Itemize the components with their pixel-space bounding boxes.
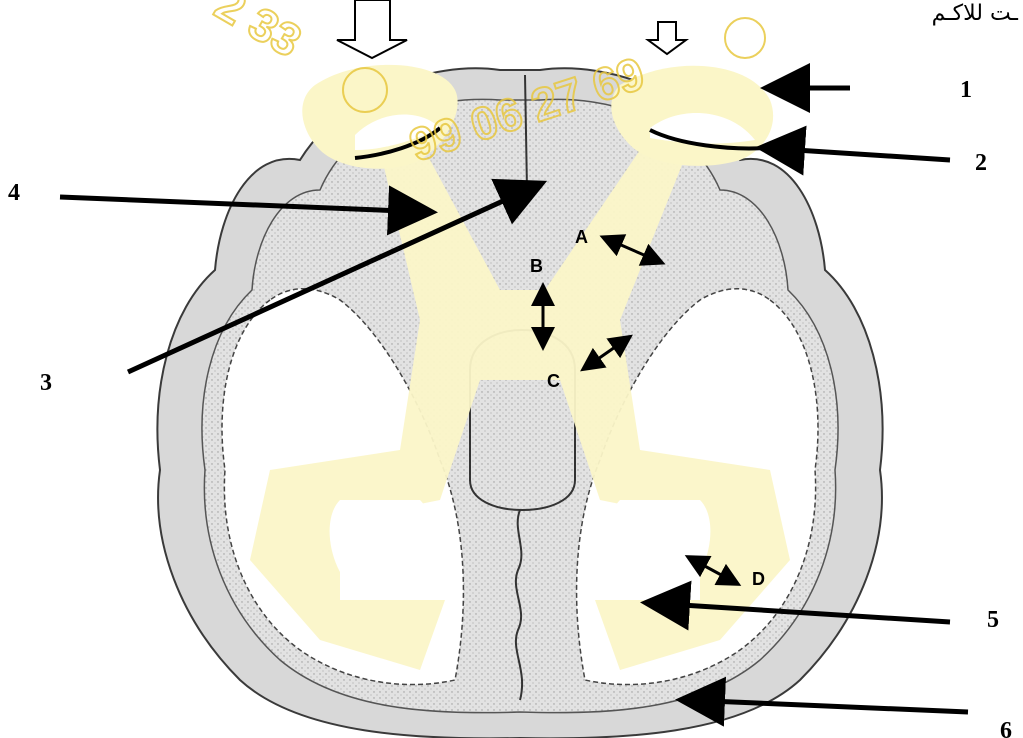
light-arrow-left [337, 0, 407, 58]
light-arrow-right [648, 22, 686, 54]
label-C: C [547, 371, 560, 391]
facebook-icon [725, 18, 765, 58]
label-1: 1 [960, 77, 972, 103]
label-D: D [752, 569, 765, 589]
header-text: ـت للاكـم [932, 1, 1019, 26]
brain-outline [157, 68, 882, 738]
label-4: 4 [8, 180, 20, 206]
label-5: 5 [987, 607, 999, 633]
label-A: A [575, 227, 588, 247]
label-3: 3 [40, 370, 52, 396]
watermark-prefix: 2 33 [207, 0, 311, 67]
arrow-2 [765, 148, 950, 160]
label-2: 2 [975, 150, 987, 176]
label-6: 6 [1000, 718, 1012, 738]
label-B: B [530, 256, 543, 276]
